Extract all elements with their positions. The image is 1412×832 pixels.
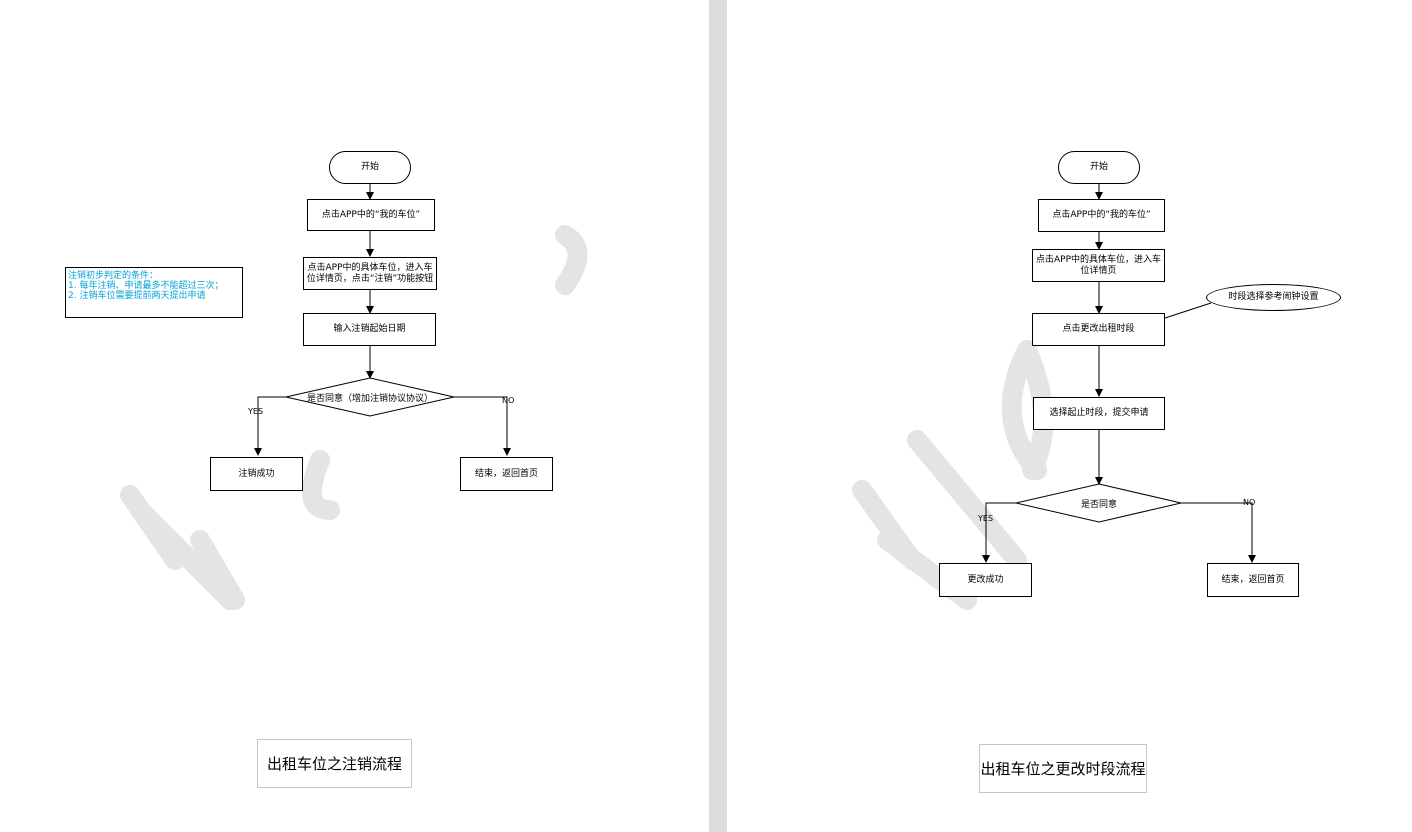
left-yes-label: YES xyxy=(248,407,264,416)
note-line-2: 2. 注销车位需要提前两天提出申请 xyxy=(68,291,206,301)
left-step-2: 点击APP中的具体车位，进入车位详情页，点击“注销”功能按钮 xyxy=(303,257,437,290)
left-start-node: 开始 xyxy=(329,151,411,184)
left-no-result: 结束，返回首页 xyxy=(460,457,553,491)
right-yes-label: YES xyxy=(978,514,994,523)
right-page: 开始 点击APP中的“我的车位” 点击APP中的具体车位，进入车位详情页 点击更… xyxy=(727,0,1412,832)
right-step-2: 点击APP中的具体车位，进入车位详情页 xyxy=(1032,249,1165,282)
left-no-label: NO xyxy=(502,396,515,405)
left-conditions-note: 注销初步判定的条件： 1. 每年注销、申请最多不能超过三次； 2. 注销车位需要… xyxy=(65,267,243,318)
right-decision-label: 是否同意 xyxy=(1080,499,1117,510)
note-line-1: 1. 每年注销、申请最多不能超过三次； xyxy=(68,281,224,291)
right-no-result: 结束，返回首页 xyxy=(1207,563,1299,597)
note-title: 注销初步判定的条件： xyxy=(68,271,159,281)
right-annotation-ellipse: 时段选择参考闹钟设置 xyxy=(1206,284,1341,311)
right-no-label: NO xyxy=(1243,498,1256,507)
left-page: 开始 点击APP中的“我的车位” 点击APP中的具体车位，进入车位详情页，点击“… xyxy=(65,151,588,788)
right-yes-result: 更改成功 xyxy=(939,563,1032,597)
right-step-4: 选择起止时段，提交申请 xyxy=(1033,397,1165,430)
right-step-3: 点击更改出租时段 xyxy=(1032,313,1165,346)
right-start-node: 开始 xyxy=(1058,151,1140,184)
left-step-1: 点击APP中的“我的车位” xyxy=(307,199,435,231)
left-caption: 出租车位之注销流程 xyxy=(257,739,412,788)
page-divider xyxy=(709,0,727,832)
left-step-3: 输入注销起始日期 xyxy=(303,313,436,346)
left-decision-label: 是否同意（增加注销协议协议） xyxy=(306,393,433,404)
right-connectors xyxy=(982,184,1256,563)
left-connectors xyxy=(254,184,511,456)
watermark xyxy=(120,225,588,610)
right-step-1: 点击APP中的“我的车位” xyxy=(1038,199,1165,232)
right-caption: 出租车位之更改时段流程 xyxy=(979,744,1147,793)
left-yes-result: 注销成功 xyxy=(210,457,303,491)
